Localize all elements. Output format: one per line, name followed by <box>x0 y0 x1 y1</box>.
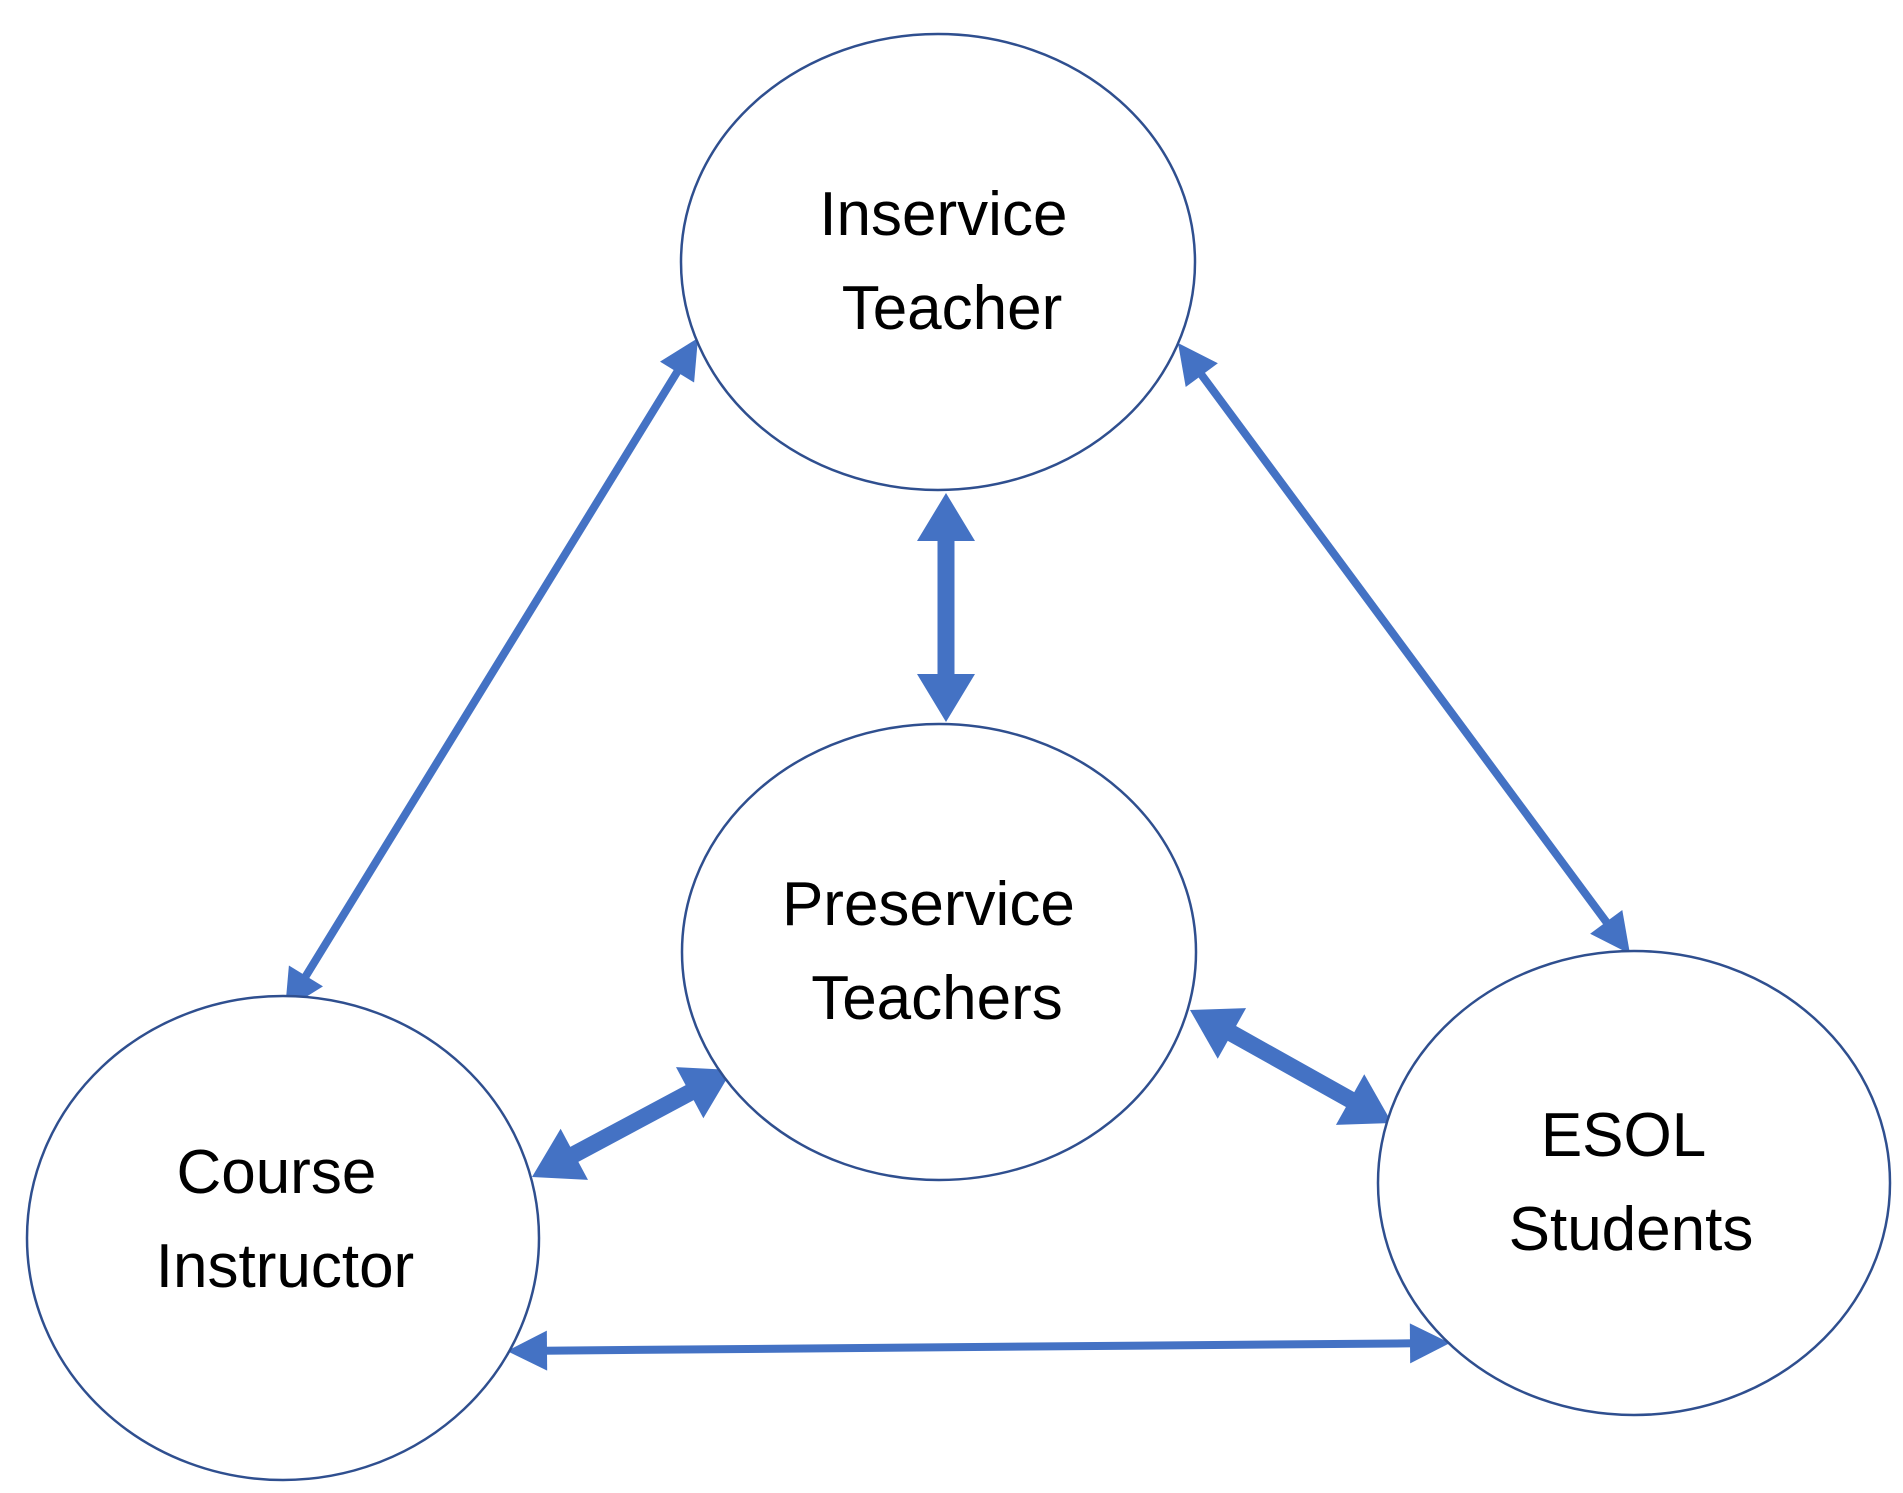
node-inservice-line-2: Teacher <box>842 274 1063 343</box>
edge-course-esol-arrowhead-start <box>507 1330 548 1371</box>
edge-course-esol <box>507 1323 1450 1371</box>
edge-inservice-preservice-arrowhead-end <box>917 674 975 722</box>
node-inservice-label: Inservice Teacher <box>819 180 1084 343</box>
node-preservice-line-1: Preservice <box>782 870 1075 939</box>
edge-inservice-esol <box>1178 343 1630 954</box>
edge-inservice-course-shaft <box>300 366 683 982</box>
edge-course-esol-arrowhead-end <box>1409 1323 1450 1364</box>
node-preservice-label: Preservice Teachers <box>782 870 1092 1033</box>
node-esol-label: ESOL Students <box>1509 1101 1754 1264</box>
node-preservice-teachers: Preservice Teachers <box>680 722 1198 1182</box>
edge-preservice-esol-arrowhead-start <box>1190 1008 1247 1059</box>
node-course-line-2: Instructor <box>156 1232 414 1301</box>
edge-inservice-esol-shaft <box>1196 369 1612 928</box>
node-preservice-line-2: Teachers <box>811 964 1063 1033</box>
edge-preservice-course <box>532 1067 732 1180</box>
node-course-instructor: Course Instructor <box>25 994 541 1482</box>
node-esol-students: ESOL Students <box>1376 949 1892 1417</box>
node-esol-line-1: ESOL <box>1541 1101 1705 1170</box>
edge-inservice-esol-arrowhead-end <box>1590 909 1630 954</box>
edge-inservice-course <box>285 338 698 1010</box>
edge-preservice-esol-arrowhead-end <box>1335 1074 1392 1125</box>
node-preservice-circle <box>680 722 1198 1182</box>
edge-preservice-course-arrowhead-start <box>675 1067 732 1119</box>
edge-preservice-course-shaft <box>566 1082 698 1165</box>
edge-inservice-esol-arrowhead-start <box>1178 343 1218 388</box>
node-esol-circle <box>1376 949 1892 1417</box>
node-course-line-1: Course <box>176 1138 376 1207</box>
edge-preservice-course-arrowhead-end <box>532 1128 589 1180</box>
edges-layer <box>285 338 1630 1371</box>
edge-inservice-preservice <box>917 493 975 722</box>
edge-inservice-course-arrowhead-start <box>660 338 698 383</box>
node-inservice-circle <box>679 32 1197 492</box>
node-inservice-line-1: Inservice <box>819 180 1067 249</box>
edge-preservice-esol-shaft <box>1223 1023 1359 1110</box>
edge-inservice-preservice-arrowhead-start <box>917 493 975 541</box>
edge-preservice-esol <box>1190 1008 1392 1125</box>
node-course-circle <box>25 994 541 1482</box>
node-esol-line-2: Students <box>1509 1195 1754 1264</box>
edge-course-esol-shaft <box>542 1339 1415 1355</box>
node-course-label: Course Instructor <box>156 1138 414 1301</box>
node-inservice-teacher: Inservice Teacher <box>679 32 1197 492</box>
